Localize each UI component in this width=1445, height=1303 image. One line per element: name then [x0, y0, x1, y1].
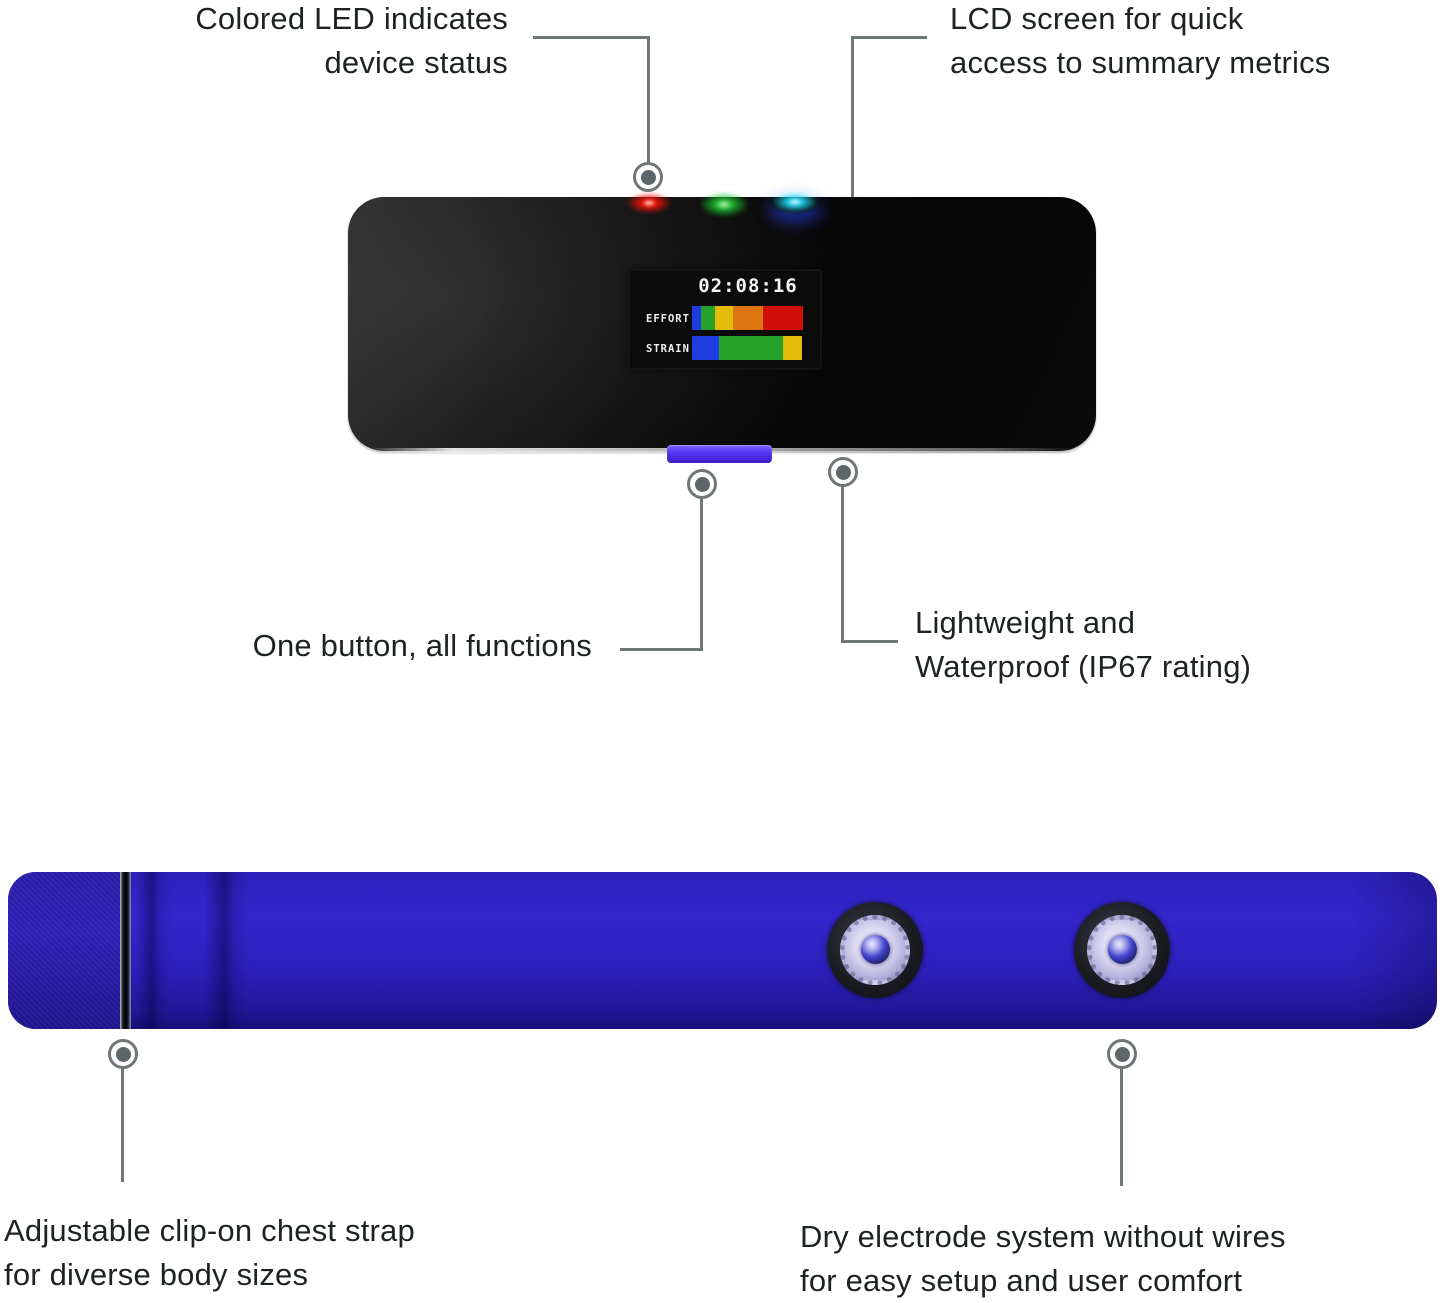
electrode-annotation-line2: for easy setup and user comfort: [800, 1263, 1243, 1298]
effort-bar: [692, 306, 803, 330]
led-annotation-line1: Colored LED indicates: [195, 1, 508, 36]
strap-annotation: Adjustable clip-on chest strap for diver…: [4, 1209, 564, 1297]
electrode-connector-line-vertical: [1120, 1068, 1123, 1186]
green-status-led: [699, 192, 749, 217]
lcd-connector-line-horizontal: [851, 36, 927, 39]
strap-annotation-line1: Adjustable clip-on chest strap: [4, 1213, 415, 1248]
waterproof-annotation-line1: Lightweight and: [915, 605, 1136, 640]
button-annotation-text: One button, all functions: [252, 628, 592, 663]
electrode-callout-marker: [1107, 1039, 1137, 1069]
bar-segment-orange: [733, 306, 763, 330]
led-connector-line-vertical: [647, 36, 650, 164]
waterproof-callout-marker: [828, 457, 858, 487]
electrode-snap-center: [861, 935, 890, 964]
strap-callout-marker: [108, 1039, 138, 1069]
strap-annotation-line2: for diverse body sizes: [4, 1257, 309, 1292]
led-annotation-line2: device status: [324, 45, 508, 80]
button-connector-line-vertical: [700, 498, 703, 651]
strain-bar: [692, 336, 802, 360]
electrode-snap-center: [1108, 935, 1137, 964]
strap-fold-shadow: [136, 872, 172, 1029]
bar-segment-red: [763, 306, 803, 330]
strap-clip: [8, 872, 122, 1029]
lcd-connector-line-vertical: [851, 36, 854, 197]
dry-electrode-left: [827, 902, 923, 998]
dry-electrode-right: [1074, 902, 1170, 998]
lcd-annotation-line1: LCD screen for quick: [950, 1, 1244, 36]
led-connector-line-horizontal: [533, 36, 650, 39]
bar-segment-green: [701, 306, 715, 330]
lcd-annotation-line2: access to summary metrics: [950, 45, 1331, 80]
chest-strap: [8, 872, 1437, 1029]
electrode-annotation: Dry electrode system without wires for e…: [800, 1215, 1400, 1303]
electrode-annotation-line1: Dry electrode system without wires: [800, 1219, 1286, 1254]
red-status-led: [626, 192, 672, 214]
waterproof-annotation-line2: Waterproof (IP67 rating): [915, 649, 1252, 684]
effort-label: EFFORT: [646, 313, 690, 325]
cyan-status-led: [771, 191, 819, 213]
button-annotation: One button, all functions: [182, 624, 592, 668]
waterproof-annotation: Lightweight and Waterproof (IP67 rating): [915, 601, 1375, 689]
strap-connector-line-vertical: [121, 1068, 124, 1182]
bar-segment-green: [719, 336, 783, 360]
device-control-button: [667, 445, 772, 463]
lcd-screen: 02:08:16 EFFORT STRAIN: [630, 271, 820, 368]
button-callout-marker: [687, 469, 717, 499]
strain-label: STRAIN: [646, 343, 690, 355]
lcd-annotation: LCD screen for quick access to summary m…: [950, 0, 1430, 85]
bar-segment-yellow: [783, 336, 802, 360]
waterproof-connector-line-horizontal: [841, 640, 898, 643]
button-connector-line-horizontal: [620, 648, 703, 651]
bar-segment-blue: [692, 306, 701, 330]
led-callout-marker: [633, 162, 663, 192]
waterproof-connector-line-vertical: [841, 486, 844, 643]
led-annotation: Colored LED indicates device status: [140, 0, 508, 85]
strap-clip-seam: [120, 872, 131, 1029]
bar-segment-blue: [692, 336, 719, 360]
session-timer: 02:08:16: [698, 275, 798, 297]
strap-fold-shadow: [204, 872, 250, 1029]
bar-segment-yellow: [715, 306, 733, 330]
